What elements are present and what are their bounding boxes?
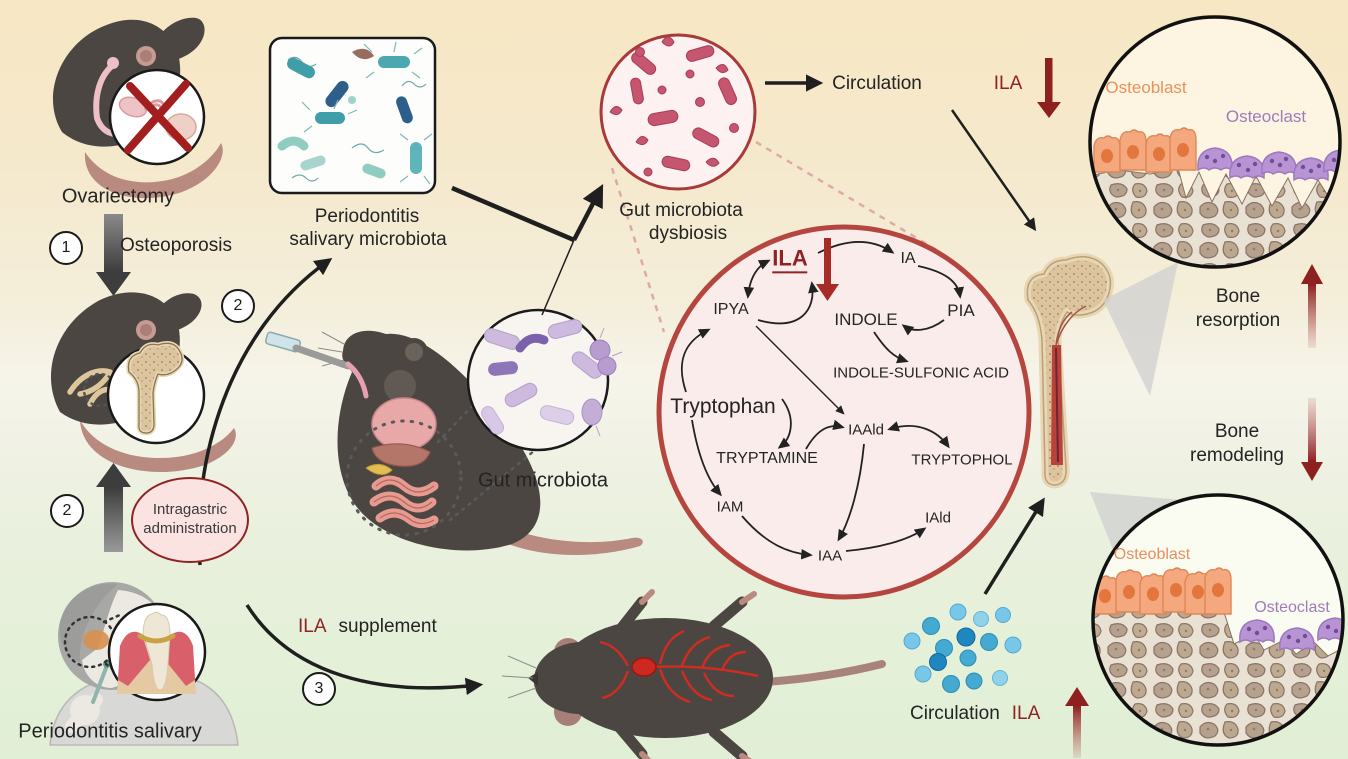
osteoblast-cells-top bbox=[1093, 127, 1197, 173]
bone-resorption-up-arrow bbox=[1301, 264, 1323, 348]
circulation-bottom-ila: ILA bbox=[1011, 703, 1041, 725]
ila-decrease-arrow-top bbox=[1037, 58, 1061, 118]
ila-supplement-text: supplement bbox=[338, 616, 437, 638]
pathway-tryptophol-label: TRYPTOPHOL bbox=[911, 451, 1013, 469]
pathway-ia-label: IA bbox=[900, 249, 916, 267]
osteoclast-bottom-label: Osteoclast bbox=[1254, 598, 1330, 616]
pathway-indole-sulfonic-label: INDOLE-SULFONIC ACID bbox=[833, 364, 1009, 382]
ila-supplement-label: ILA supplement bbox=[298, 616, 437, 638]
osteoblast-top-label: Osteoblast bbox=[1105, 78, 1187, 98]
pathway-indole-label: INDOLE bbox=[834, 310, 898, 330]
step-2-badge-top: 2 bbox=[221, 289, 255, 323]
ovariectomy-mouse-illustration bbox=[53, 17, 223, 199]
bone-circle-top bbox=[1088, 15, 1342, 269]
bone-resorption-line2: resorption bbox=[1195, 310, 1281, 332]
bone-remodeling-down-arrow bbox=[1301, 398, 1323, 481]
salivary-box-label-line2: salivary microbiota bbox=[289, 229, 447, 251]
arrow-step3-curve bbox=[245, 604, 484, 696]
circulation-bottom-text: Circulation bbox=[910, 703, 1000, 725]
osteoclast-top-label: Osteoclast bbox=[1225, 107, 1307, 127]
dysbiosis-bacteria-icons bbox=[609, 36, 739, 177]
tryptophan-pathway-circle bbox=[656, 224, 1032, 600]
gavage-mouse-illustration bbox=[264, 330, 643, 555]
gut-bacteria-icons bbox=[481, 319, 623, 437]
arrow-dots-to-bone bbox=[983, 497, 1045, 595]
bone-resorption-line1: Bone bbox=[1215, 286, 1261, 308]
osteoblast-cells-bottom bbox=[1093, 567, 1232, 615]
arrow-box-to-dysbiosis-b bbox=[572, 184, 604, 242]
circulation-ila-bottom-label: Circulation ILA bbox=[910, 703, 1040, 725]
osteoporosis-label: Osteoporosis bbox=[120, 235, 232, 257]
zoom-cone-dashed-lines bbox=[610, 140, 941, 333]
ila-top-label: ILA bbox=[993, 73, 1023, 95]
pathway-tryptophan-label: Tryptophan bbox=[670, 394, 776, 418]
salivary-microbiota-box bbox=[268, 36, 437, 195]
supine-mouse-illustration bbox=[501, 589, 886, 759]
osteoporosis-mouse-illustration bbox=[50, 292, 236, 473]
intragastric-arrow-up bbox=[96, 463, 131, 552]
ila-supplement-ila: ILA bbox=[298, 616, 327, 638]
gut-microbiota-circle bbox=[466, 308, 623, 452]
circulation-top-label: Circulation bbox=[832, 73, 922, 95]
pathway-pia-label: PIA bbox=[947, 301, 975, 321]
ila-molecules-dots bbox=[903, 603, 1022, 693]
femur-illustration bbox=[1023, 253, 1114, 489]
step-1-badge: 1 bbox=[49, 231, 83, 265]
mouse-organs-icon bbox=[365, 397, 439, 528]
intragastric-line1: Intragastric bbox=[152, 501, 228, 519]
intragastric-administration-oval: Intragastric administration bbox=[131, 477, 249, 563]
osteoclast-cells-top bbox=[1197, 147, 1340, 182]
pathway-iaa-label: IAA bbox=[817, 547, 843, 565]
circulation-ila-up-arrow bbox=[1065, 687, 1089, 758]
pathway-tryptamine-label: TRYPTAMINE bbox=[716, 449, 818, 467]
osteoclast-cells-bottom bbox=[1239, 617, 1343, 652]
zoom-wedge-top bbox=[1103, 262, 1178, 396]
ila-decrease-arrow-pathway bbox=[816, 238, 839, 301]
osteoblast-bottom-label: Osteoblast bbox=[1113, 545, 1191, 563]
osteoporotic-femur-icon bbox=[126, 341, 185, 436]
gut-microbiota-label: Gut microbiota bbox=[477, 469, 609, 492]
pathway-iam-label: IAM bbox=[716, 498, 744, 516]
pathway-iaald-label: IAAld bbox=[848, 421, 884, 439]
dysbiosis-circle bbox=[599, 33, 757, 191]
salivary-bacteria-icons bbox=[277, 41, 433, 185]
periodontitis-human-illustration bbox=[49, 582, 239, 746]
salivary-box-label-line1: Periodontitis bbox=[314, 206, 420, 228]
step-2-badge-left: 2 bbox=[50, 494, 84, 528]
ovariectomy-label: Ovariectomy bbox=[61, 185, 175, 208]
arrow-circulation-to-bone bbox=[950, 109, 1037, 232]
arrow-gut-to-dysbiosis bbox=[541, 239, 575, 316]
periodontitis-salivary-label: Periodontitis salivary bbox=[18, 720, 202, 743]
intragastric-line2: administration bbox=[143, 520, 237, 537]
bone-remodeling-line2: remodeling bbox=[1190, 445, 1284, 467]
arrow-box-to-dysbiosis-a bbox=[451, 185, 575, 243]
periodontitis-tooth-icon bbox=[117, 611, 196, 694]
dysbiosis-label-line2: dysbiosis bbox=[648, 223, 728, 245]
crossed-ovaries-icon bbox=[118, 80, 197, 154]
bone-circle-bottom bbox=[1091, 493, 1345, 747]
pathway-ipya-label: IPYA bbox=[713, 300, 749, 318]
bone-remodeling-line1: Bone bbox=[1214, 421, 1260, 443]
step-3-badge: 3 bbox=[302, 672, 336, 706]
dysbiosis-label-line1: Gut microbiota bbox=[619, 200, 743, 222]
pathway-ila-label: ILA bbox=[772, 245, 808, 274]
osteoporosis-arrow-down bbox=[96, 214, 131, 296]
pathway-iald-label: IAld bbox=[925, 509, 951, 527]
